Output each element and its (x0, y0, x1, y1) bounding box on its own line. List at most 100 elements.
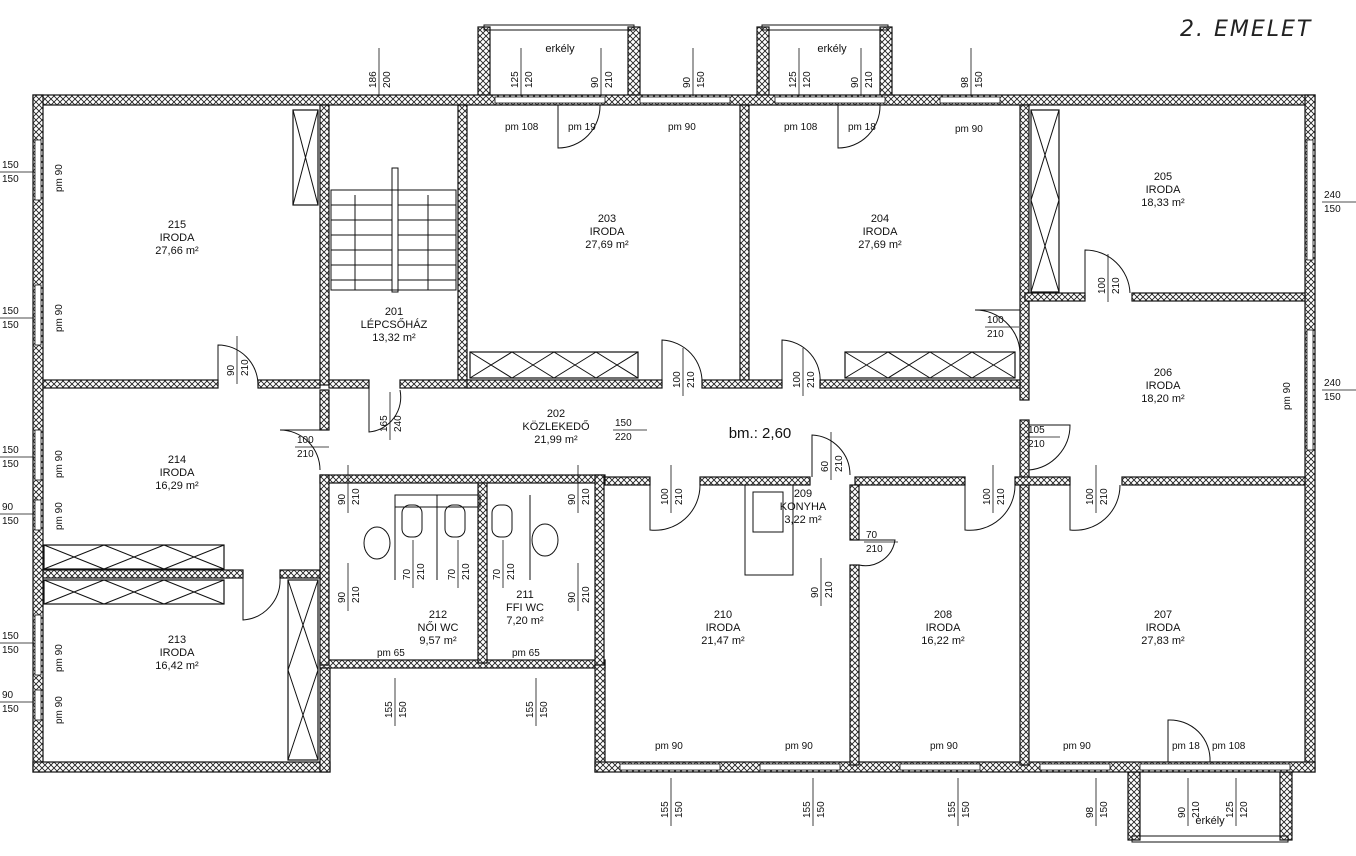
opening-height: 210 (240, 359, 251, 376)
opening-width: 155 (660, 801, 671, 818)
room-area: 27,69 m² (858, 239, 902, 251)
parapet-height-label: pm 90 (54, 502, 65, 530)
opening-width: 125 (510, 71, 521, 88)
parapet-height-label: pm 90 (54, 696, 65, 724)
opening-width: 155 (802, 801, 813, 818)
opening-width: 150 (2, 160, 19, 171)
opening-height: 220 (615, 432, 632, 443)
opening-width: 240 (1324, 190, 1341, 201)
parapet-height-label: pm 108 (784, 122, 818, 133)
opening-height: 150 (1099, 801, 1110, 818)
opening-width: 150 (615, 418, 632, 429)
room-area: 27,83 m² (1141, 635, 1185, 647)
door-swings (217, 104, 1211, 763)
opening-height: 150 (2, 174, 19, 185)
room-name: NŐI WC (418, 620, 459, 634)
room-area: 18,33 m² (1141, 197, 1185, 209)
room-number: 211 (516, 589, 534, 601)
parapet-height-label: pm 18 (1172, 741, 1200, 752)
opening-height: 200 (382, 71, 393, 88)
opening-height: 150 (816, 801, 827, 818)
opening-width: 70 (866, 530, 878, 541)
opening-height: 150 (974, 71, 985, 88)
windows (34, 96, 1314, 771)
opening-width: 90 (1177, 806, 1188, 818)
parapet-height-label: pm 90 (655, 741, 683, 752)
opening-height: 210 (581, 488, 592, 505)
floor-title: 2. EMELET (1180, 17, 1312, 42)
opening-height: 210 (824, 581, 835, 598)
balcony-label: erkély (1195, 815, 1225, 827)
balcony-label: erkély (545, 43, 575, 55)
opening-width: 90 (850, 76, 861, 88)
opening-width: 100 (672, 371, 683, 388)
room-area: 16,22 m² (921, 635, 965, 647)
opening-height: 210 (506, 563, 517, 580)
room-name: IRODA (590, 226, 626, 238)
opening-height: 210 (1028, 439, 1045, 450)
room-name: IRODA (160, 647, 196, 659)
room-name: IRODA (1146, 380, 1182, 392)
room-name: IRODA (706, 622, 742, 634)
room-area: 16,29 m² (155, 480, 199, 492)
opening-height: 150 (1324, 392, 1341, 403)
ceiling-height: bm.: 2,60 (729, 425, 792, 442)
room-number: 213 (168, 634, 186, 646)
opening-width: 100 (297, 435, 314, 446)
parapet-height-label: pm 90 (54, 164, 65, 192)
parapet-height-label: pm 90 (955, 124, 983, 135)
opening-width: 70 (447, 568, 458, 580)
room-number: 205 (1154, 171, 1172, 183)
room-area: 13,32 m² (372, 332, 416, 344)
opening-width: 125 (788, 71, 799, 88)
opening-height: 150 (2, 459, 19, 470)
parapet-height-label: pm 90 (668, 122, 696, 133)
parapet-height-label: pm 90 (930, 741, 958, 752)
parapet-height-label: pm 90 (785, 741, 813, 752)
room-name: IRODA (863, 226, 899, 238)
balcony-left: erkély (477, 24, 641, 101)
parapet-height-label: pm 90 (1063, 741, 1091, 752)
opening-height: 120 (802, 71, 813, 88)
opening-height: 210 (604, 71, 615, 88)
opening-width: 155 (384, 701, 395, 718)
opening-height: 210 (297, 449, 314, 460)
parapet-height-label: pm 90 (1282, 382, 1293, 410)
opening-height: 210 (416, 563, 427, 580)
room-name: KÖZLEKEDŐ (522, 419, 590, 433)
opening-height: 210 (351, 488, 362, 505)
opening-height: 120 (524, 71, 535, 88)
exterior-walls (32, 94, 1316, 773)
opening-width: 150 (2, 445, 19, 456)
opening-width: 100 (660, 488, 671, 505)
opening-width: 90 (2, 690, 14, 701)
